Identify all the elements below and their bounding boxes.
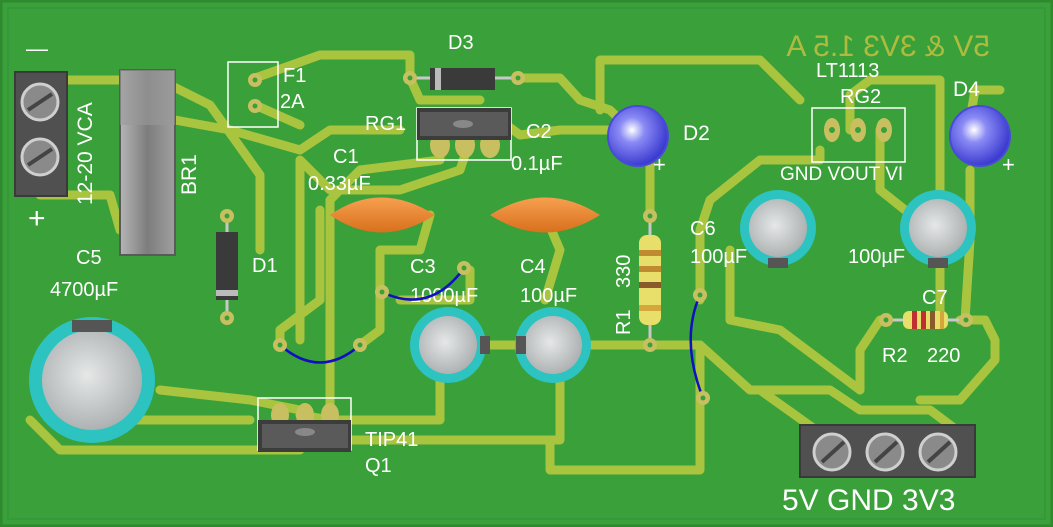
br1-label: BR1 (178, 154, 201, 195)
diode-d3 (403, 68, 525, 90)
q1-part-label: TIP41 (365, 429, 418, 451)
c7-value: 100µF (848, 246, 905, 268)
r2-label: R2 (882, 345, 908, 367)
rg1-label: RG1 (365, 113, 406, 135)
resistor-r1 (639, 209, 661, 352)
f1-value: 2A (280, 91, 305, 113)
d3-label: D3 (448, 32, 474, 54)
c1-label: C1 (333, 146, 359, 168)
f1-label: F1 (283, 65, 306, 87)
r1-label: R1 (613, 309, 635, 335)
capacitor-c5 (29, 317, 155, 443)
c3-label: C3 (410, 256, 436, 278)
input-voltage-label: 12-20 VCA (74, 102, 97, 205)
q1-label: Q1 (365, 455, 392, 477)
output-label: 5V GND 3V3 (782, 484, 955, 517)
input-plus-label: + (28, 202, 46, 235)
c1-value: 0.33µF (308, 173, 371, 195)
d2-label: D2 (683, 122, 710, 145)
rg2-label: RG2 (840, 86, 881, 108)
regulator-rg1 (416, 107, 512, 161)
c6-label: C6 (690, 218, 716, 240)
pad-holes (277, 265, 706, 401)
c6-value: 100µF (690, 246, 747, 268)
jumper-wires (279, 267, 705, 399)
transistor-q1 (257, 397, 352, 452)
fuse-f1 (227, 61, 279, 128)
bridge-rectifier-br1-top (120, 70, 175, 125)
board-inner-edge (7, 7, 1046, 520)
c5-label: C5 (76, 247, 102, 269)
led-d2 (607, 105, 669, 167)
led-d4 (949, 105, 1011, 167)
lt1113-label: LT1113 (816, 60, 879, 82)
diode-d1 (216, 209, 238, 325)
ceramic-cap-c1 (330, 197, 435, 233)
c4-value: 100µF (520, 285, 577, 307)
mirror-text: 5V & 3V3 1.5 A (787, 30, 990, 63)
input-minus-label: — (26, 36, 48, 61)
ceramic-cap-c2 (490, 197, 600, 233)
c7-label: C7 (922, 287, 948, 309)
c2-label: C2 (526, 121, 552, 143)
capacitor-c7 (900, 190, 976, 268)
c3-value: 1000µF (410, 285, 478, 307)
regulator-rg2 (811, 107, 906, 163)
d1-label: D1 (252, 255, 278, 277)
input-terminal-block (14, 71, 68, 197)
resistor-r2 (879, 311, 973, 329)
rg2-pins-label: GND VOUT VI (780, 164, 903, 185)
output-terminal-block (799, 424, 976, 478)
c5-value: 4700µF (50, 279, 118, 301)
c4-label: C4 (520, 256, 546, 278)
d4-plus: + (1002, 152, 1015, 177)
capacitor-c3 (410, 307, 490, 383)
capacitor-c6 (740, 190, 816, 268)
r1-value-label: 330 (613, 255, 635, 288)
d4-label: D4 (953, 78, 980, 101)
c2-value: 0.1µF (511, 153, 563, 175)
r2-value: 220 (927, 345, 960, 367)
d2-plus: + (653, 152, 666, 177)
capacitor-c4 (515, 307, 591, 383)
